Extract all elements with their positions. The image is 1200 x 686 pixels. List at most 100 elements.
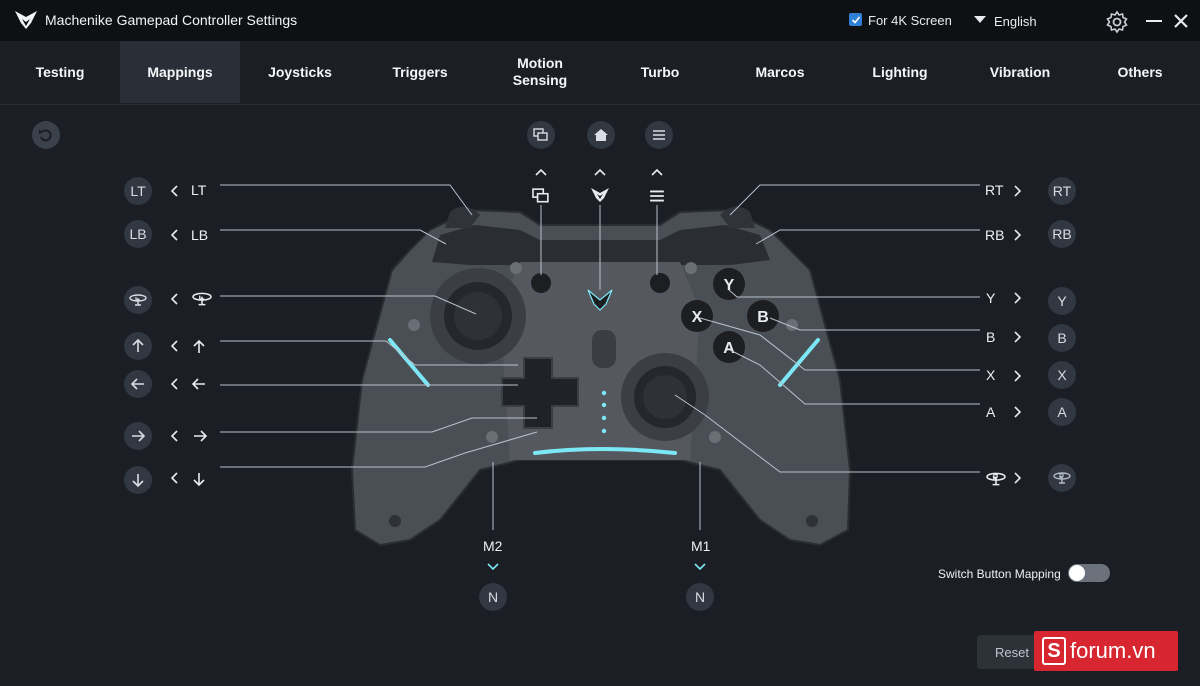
undo-button[interactable] [32, 121, 60, 149]
down-arrow-icon [132, 474, 144, 488]
x-button[interactable]: X [1048, 361, 1076, 389]
dpad-right-button[interactable] [124, 422, 152, 450]
title-bar: Machenike Gamepad Controller Settings Fo… [0, 0, 1200, 41]
minimize-button[interactable] [1146, 20, 1162, 22]
language-select[interactable]: English [994, 14, 1037, 29]
tab-triggers[interactable]: Triggers [392, 63, 448, 80]
y-mapped-label: Y [986, 290, 996, 306]
y-button[interactable]: Y [1048, 287, 1076, 315]
tab-vibration[interactable]: Vibration [989, 63, 1051, 80]
chevron-right-icon[interactable] [1010, 184, 1024, 198]
rb-button[interactable]: RB [1048, 220, 1076, 248]
home-button[interactable] [587, 121, 615, 149]
m2-mapping-button[interactable]: N [479, 583, 507, 611]
window-title: Machenike Gamepad Controller Settings [45, 12, 298, 28]
dpad-down-button[interactable] [124, 466, 152, 494]
chevron-right-icon[interactable] [1010, 471, 1024, 485]
svg-text:A: A [723, 340, 735, 357]
m2-label: M2 [483, 538, 503, 554]
tab-joysticks[interactable]: Joysticks [268, 63, 332, 80]
menu-icon [650, 190, 664, 202]
right-stick-click-button[interactable] [1048, 464, 1076, 492]
tab-motion-sensing[interactable]: Motion Sensing [512, 55, 568, 88]
down-arrow-icon [193, 473, 205, 487]
undo-icon [39, 129, 52, 142]
chevron-left-icon[interactable] [168, 228, 182, 242]
chevron-up-icon[interactable] [593, 166, 607, 180]
chevron-left-icon[interactable] [168, 339, 182, 353]
toggle-knob [1069, 565, 1085, 581]
lt-button[interactable]: LT [124, 177, 152, 205]
left-arrow-icon [130, 378, 144, 390]
switch-mapping-toggle[interactable] [1068, 564, 1110, 582]
chevron-up-icon[interactable] [534, 166, 548, 180]
right-arrow-icon [194, 430, 208, 442]
b-button[interactable]: B [1048, 324, 1076, 352]
chevron-right-icon[interactable] [1010, 330, 1024, 344]
up-arrow-icon [193, 339, 205, 353]
x-mapped-label: X [986, 367, 996, 383]
for-4k-label[interactable]: For 4K Screen [868, 13, 952, 28]
chevron-left-icon[interactable] [168, 292, 182, 306]
chevron-right-icon[interactable] [1010, 369, 1024, 383]
rt-mapped-label: RT [985, 182, 1004, 198]
leader-lines [220, 184, 980, 530]
chevron-right-icon[interactable] [1010, 291, 1024, 305]
lt-mapped-label: LT [191, 182, 207, 198]
machenike-home-icon [591, 188, 609, 202]
machenike-logo-icon [15, 11, 37, 29]
chevron-up-icon[interactable] [650, 166, 664, 180]
a-mapped-label: A [986, 404, 996, 420]
chevron-down-icon[interactable] [693, 559, 707, 573]
svg-text:Y: Y [724, 277, 735, 294]
tab-marcos[interactable]: Marcos [755, 63, 805, 80]
dpad-left-button[interactable] [124, 370, 152, 398]
tab-turbo[interactable]: Turbo [640, 63, 680, 80]
watermark-letter: S [1042, 637, 1066, 665]
tab-mappings[interactable]: Mappings [120, 41, 240, 103]
svg-text:B: B [757, 309, 769, 326]
chevron-left-icon[interactable] [168, 471, 182, 485]
chevron-right-icon[interactable] [1010, 228, 1024, 242]
rb-mapped-label: RB [985, 227, 1005, 243]
chevron-right-icon[interactable] [1010, 405, 1024, 419]
lb-mapped-label: LB [191, 227, 209, 243]
left-stick-click-icon [192, 292, 212, 306]
for-4k-checkbox[interactable] [849, 13, 862, 26]
tab-testing[interactable]: Testing [35, 63, 85, 80]
lb-button[interactable]: LB [124, 220, 152, 248]
right-stick-click-icon [986, 472, 1006, 486]
chevron-left-icon[interactable] [168, 184, 182, 198]
menu-button[interactable] [645, 121, 673, 149]
m1-label: M1 [691, 538, 711, 554]
rt-button[interactable]: RT [1048, 177, 1076, 205]
check-icon [851, 15, 860, 24]
settings-gear-icon[interactable] [1105, 10, 1129, 34]
a-button[interactable]: A [1048, 398, 1076, 426]
view-button[interactable] [527, 121, 555, 149]
switch-mapping-label: Switch Button Mapping [938, 567, 1061, 581]
dpad-up-button[interactable] [124, 332, 152, 360]
b-mapped-label: B [986, 329, 996, 345]
right-arrow-icon [132, 430, 146, 442]
chevron-left-icon[interactable] [168, 429, 182, 443]
tab-bar: Testing Mappings Joysticks Triggers Moti… [0, 41, 1200, 105]
right-stick-click-icon [1053, 472, 1071, 484]
tab-lighting[interactable]: Lighting [872, 63, 928, 80]
svg-text:X: X [692, 309, 703, 326]
watermark-text: forum.vn [1070, 638, 1156, 663]
tab-others[interactable]: Others [1117, 63, 1163, 80]
left-stick-click-button[interactable] [124, 286, 152, 314]
close-icon[interactable] [1170, 10, 1192, 32]
m1-mapping-button[interactable]: N [686, 583, 714, 611]
left-arrow-icon [191, 378, 205, 390]
chevron-down-icon[interactable] [486, 559, 500, 573]
left-stick-click-icon [129, 294, 147, 306]
language-dropdown-arrow-icon[interactable] [974, 16, 986, 23]
watermark-logo: S forum.vn [1034, 631, 1178, 671]
view-icon [533, 128, 548, 141]
view-icon [532, 188, 549, 203]
home-icon [594, 129, 608, 141]
chevron-left-icon[interactable] [168, 377, 182, 391]
